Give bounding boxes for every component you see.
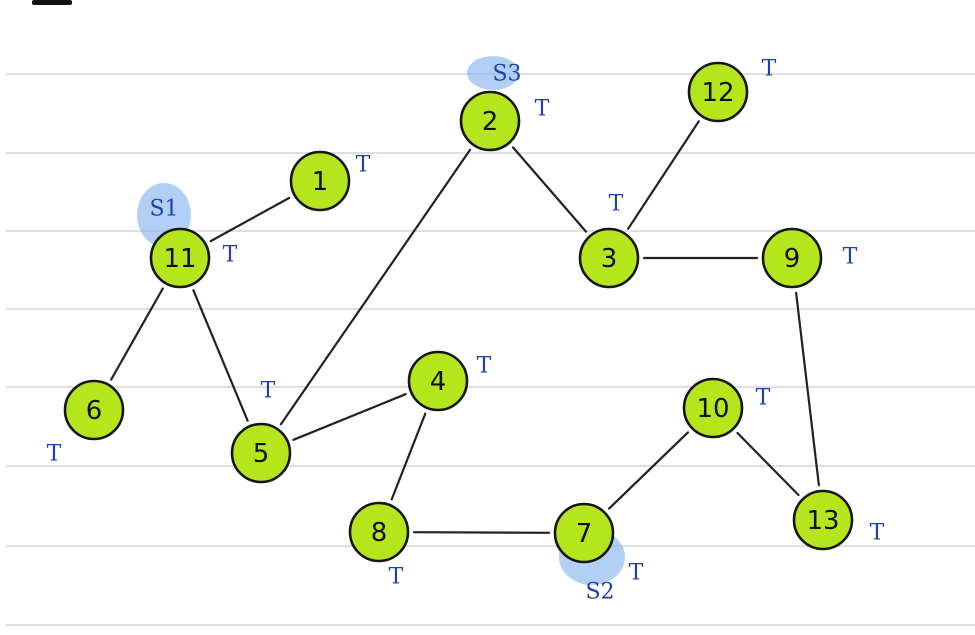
edge-11-6 xyxy=(110,287,164,381)
node-label-2: 2 xyxy=(482,107,499,137)
node-4: 4 xyxy=(407,350,469,412)
mark-label-4: T xyxy=(477,354,492,379)
mark-label-13: T xyxy=(870,521,885,546)
node-11: 11 xyxy=(149,227,211,289)
node-12: 12 xyxy=(687,61,749,123)
node-9: 9 xyxy=(761,227,823,289)
mark-label-7: T xyxy=(629,561,644,586)
pen-mark xyxy=(32,0,72,5)
node-1: 1 xyxy=(289,150,351,212)
node-3: 3 xyxy=(578,227,640,289)
node-label-5: 5 xyxy=(253,439,270,469)
edge-10-13 xyxy=(736,431,800,497)
node-label-7: 7 xyxy=(576,519,593,549)
mark-label-8: T xyxy=(389,565,404,590)
node-circle-13 xyxy=(792,489,854,551)
edge-11-1 xyxy=(209,196,291,243)
node-circle-10 xyxy=(682,377,744,439)
t-marks: T T T T T T T T T T T T T xyxy=(47,57,885,590)
node-label-4: 4 xyxy=(430,367,447,397)
node-5: 5 xyxy=(230,422,292,484)
edge-7-10 xyxy=(607,431,690,510)
node-label-10: 10 xyxy=(696,394,729,424)
mark-label-10: T xyxy=(756,386,771,411)
node-label-13: 13 xyxy=(806,506,839,536)
mark-label-3: T xyxy=(609,192,624,217)
node-10: 10 xyxy=(682,377,744,439)
node-label-6: 6 xyxy=(86,396,103,426)
node-label-1: 1 xyxy=(312,167,329,197)
mark-label-9: T xyxy=(843,245,858,270)
node-label-9: 9 xyxy=(784,244,801,274)
graph-edges xyxy=(110,120,821,534)
mark-label-5: T xyxy=(261,379,276,404)
node-circle-9 xyxy=(761,227,823,289)
node-13: 13 xyxy=(792,489,854,551)
edge-4-8 xyxy=(390,412,427,501)
node-circle-8 xyxy=(348,501,410,563)
node-7: 7 xyxy=(553,502,615,564)
edge-5-2 xyxy=(279,148,472,426)
node-8: 8 xyxy=(348,501,410,563)
node-circle-7 xyxy=(553,502,615,564)
mark-label-12: T xyxy=(762,57,777,82)
node-circle-12 xyxy=(687,61,749,123)
node-circle-6 xyxy=(63,379,125,441)
start-label-s1: S1 xyxy=(149,197,178,222)
node-circle-4 xyxy=(407,350,469,412)
node-circle-5 xyxy=(230,422,292,484)
node-label-11: 11 xyxy=(163,244,196,274)
edge-11-5 xyxy=(192,289,249,422)
node-label-12: 12 xyxy=(701,78,734,108)
mark-label-6: T xyxy=(47,442,62,467)
start-label-s2: S2 xyxy=(585,580,614,605)
mark-label-1: T xyxy=(356,153,371,178)
highlight-s3 xyxy=(467,56,519,90)
node-label-3: 3 xyxy=(601,244,618,274)
node-6: 6 xyxy=(63,379,125,441)
start-label-s3: S3 xyxy=(492,62,521,87)
node-label-8: 8 xyxy=(371,518,388,548)
node-circle-3 xyxy=(578,227,640,289)
edge-8-7 xyxy=(412,531,551,534)
node-circle-1 xyxy=(289,150,351,212)
node-circle-11 xyxy=(149,227,211,289)
edge-3-12 xyxy=(627,120,700,230)
node-2: 2 xyxy=(459,90,521,152)
node-circle-2 xyxy=(459,90,521,152)
mark-label-2: T xyxy=(535,97,550,122)
edge-13-9 xyxy=(794,291,821,487)
edge-5-4 xyxy=(292,393,407,441)
mark-label-11: T xyxy=(223,243,238,268)
edge-3-2 xyxy=(511,146,588,233)
